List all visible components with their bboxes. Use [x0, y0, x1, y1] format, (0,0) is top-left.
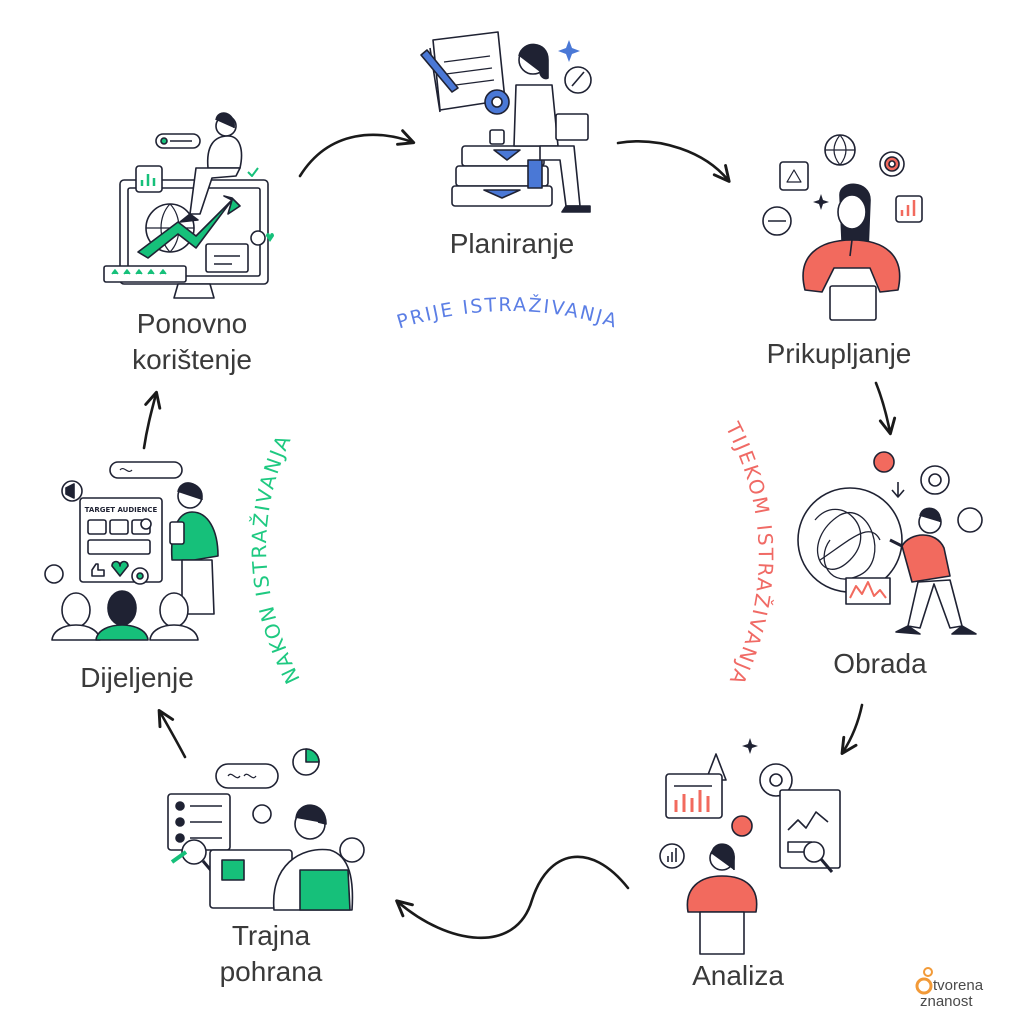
trajna-line2-text: pohrana [219, 956, 323, 987]
cycle-arrows [142, 129, 897, 940]
arrow-planiranje-to-prikupljanje [616, 140, 731, 183]
trajna-pohrana-illustration [167, 748, 365, 911]
planiranje-illustration [420, 31, 592, 213]
arrow-obrada-to-analiza [840, 703, 864, 755]
analiza-illustration [659, 738, 841, 955]
arrow-prikupljanje-to-obrada [874, 381, 897, 436]
logo-line1: tvorena [933, 977, 984, 994]
obrada-illustration [797, 451, 983, 635]
prikupljanje-text: Prikupljanje [766, 338, 912, 369]
stage-label-prikupljanje: Prikupljanje [734, 336, 944, 372]
ponovno-koristenje-illustration [103, 112, 274, 299]
arrow-trajna-to-dijeljenje [157, 708, 187, 759]
stage-label-analiza: Analiza [668, 958, 808, 994]
logo-line2: znanost [920, 993, 973, 1010]
logo-mark-icon [915, 977, 933, 995]
analiza-text: Analiza [692, 960, 784, 991]
trajna-line1-text: Trajna [231, 920, 311, 951]
dijeljenje-text: Dijeljenje [80, 662, 194, 693]
arrow-dijeljenje-to-ponovno [142, 390, 162, 450]
ponovno-line1-text: Ponovno [136, 308, 248, 339]
otvorena-znanost-logo [915, 967, 933, 995]
stage-label-obrada: Obrada [810, 646, 950, 682]
phase-label-nakon: NAKON ISTRAŽIVANJA [247, 430, 305, 688]
arrow-analiza-to-trajna [395, 855, 630, 940]
stage-label-ponovno-koristenje: Ponovno korištenje [102, 306, 282, 378]
dijeljenje-illustration: TARGET AUDIENCE [44, 461, 219, 641]
planiranje-text: Planiranje [449, 228, 575, 259]
stage-label-dijeljenje: Dijeljenje [52, 660, 222, 696]
obrada-text: Obrada [833, 648, 927, 679]
stage-label-planiranje: Planiranje [412, 226, 612, 262]
arrow-ponovno-to-planiranje [298, 129, 416, 178]
prikupljanje-illustration [762, 134, 923, 321]
ponovno-line2-text: korištenje [132, 344, 252, 375]
target-audience-text: TARGET AUDIENCE [85, 506, 158, 514]
phase-label-tijekom: TIJEKOM ISTRAŽIVANJA [721, 417, 778, 689]
stage-label-trajna-pohrana: Trajna pohrana [196, 918, 346, 990]
phase-label-prije: PRIJE ISTRAŽIVANJA [394, 293, 621, 333]
